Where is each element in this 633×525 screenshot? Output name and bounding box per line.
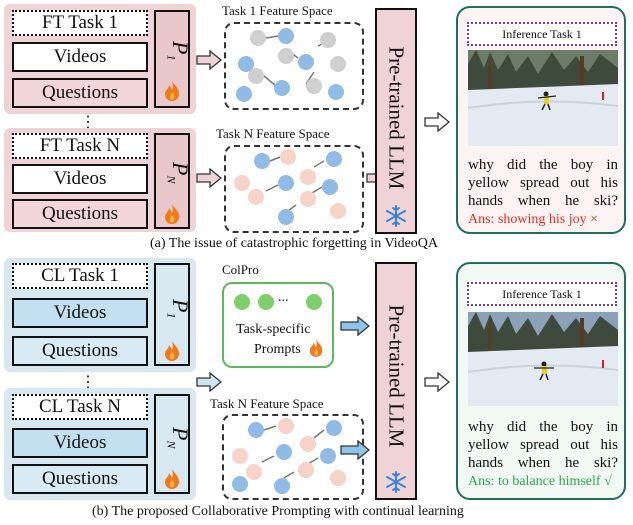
prompt-pn-label: PN xyxy=(164,162,193,184)
ellipsis-top: ⋮ xyxy=(80,114,96,131)
ft-task-1-title: FT Task 1 xyxy=(12,10,148,36)
arrow-right-icon xyxy=(340,440,370,460)
prompt-pn-label-bottom: PN xyxy=(164,427,193,449)
ski-photo-bottom xyxy=(468,312,618,406)
arrow-right-icon xyxy=(424,372,450,392)
cl-task-1-questions: Questions xyxy=(12,336,148,366)
llm-top-label: Pre-trained LLM xyxy=(384,46,409,190)
answer-top: Ans: showing his joy × xyxy=(468,212,599,227)
ski-photo-top xyxy=(468,50,618,146)
ellipsis-bottom: ⋮ xyxy=(80,374,96,391)
prompt-dots: ... xyxy=(278,290,289,305)
arrow-right-icon xyxy=(424,112,450,132)
feature-space-n-label-top: Task N Feature Space xyxy=(216,126,330,141)
feature-space-n-bottom xyxy=(222,414,364,500)
llm-bottom xyxy=(375,262,417,500)
arrow-right-icon xyxy=(196,50,222,70)
snowflake-icon xyxy=(386,471,406,493)
inference-title-top: Inference Task 1 xyxy=(467,22,617,46)
llm-top xyxy=(375,8,417,234)
llm-bottom-label: Pre-trained LLM xyxy=(384,304,409,448)
fire-icon xyxy=(163,203,181,230)
prompt-p1-top xyxy=(154,10,190,108)
fire-icon xyxy=(163,80,181,107)
feature-space-1-label: Task 1 Feature Space xyxy=(222,3,333,18)
ft-task-n-questions: Questions xyxy=(12,199,148,229)
prompt-p1-label: P1 xyxy=(164,41,193,61)
arrow-right-icon xyxy=(196,168,222,188)
fire-icon xyxy=(309,339,323,357)
prompt-pn-bottom xyxy=(154,394,190,494)
cl-task-n-questions: Questions xyxy=(12,464,148,494)
arrow-right-icon xyxy=(196,372,222,392)
answer-bottom: Ans: to balance himself √ xyxy=(468,474,612,489)
prompt-p1-bottom xyxy=(154,263,190,366)
arrow-right-icon xyxy=(340,316,370,336)
fire-icon xyxy=(163,468,181,495)
prompt-text-2: Prompts xyxy=(254,342,301,357)
ft-task-n-videos: Videos xyxy=(12,164,148,194)
colpro-label: ColPro xyxy=(222,262,259,277)
ft-task-n-title: FT Task N xyxy=(12,133,148,159)
snowflake-icon xyxy=(386,205,406,227)
task-specific-prompts: ... Task-specific Prompts xyxy=(222,282,334,368)
feature-space-n-top xyxy=(224,145,364,233)
inference-title-bottom: Inference Task 1 xyxy=(467,282,617,306)
feature-space-1 xyxy=(224,22,364,110)
cl-task-1-title: CL Task 1 xyxy=(12,263,148,289)
ft-task-1-questions: Questions xyxy=(12,78,148,108)
caption-bottom: (b) The proposed Collaborative Prompting… xyxy=(92,504,464,519)
cl-task-n-title: CL Task N xyxy=(12,394,148,420)
prompt-text-1: Task-specific xyxy=(236,322,311,337)
question-text-bottom: why did the boy in yellow spread out his… xyxy=(468,419,618,471)
cl-task-n-videos: Videos xyxy=(12,428,148,458)
caption-top: (a) The issue of catastrophic forgetting… xyxy=(150,236,439,251)
cl-task-1-videos: Videos xyxy=(12,298,148,328)
feature-space-n-label-bottom: Task N Feature Space xyxy=(210,396,324,411)
ft-task-1-videos: Videos xyxy=(12,42,148,72)
question-text-top: why did the boy in yellow spread out his… xyxy=(468,157,618,209)
fire-icon xyxy=(163,340,181,367)
prompt-p1-label-bottom: P1 xyxy=(164,299,193,319)
